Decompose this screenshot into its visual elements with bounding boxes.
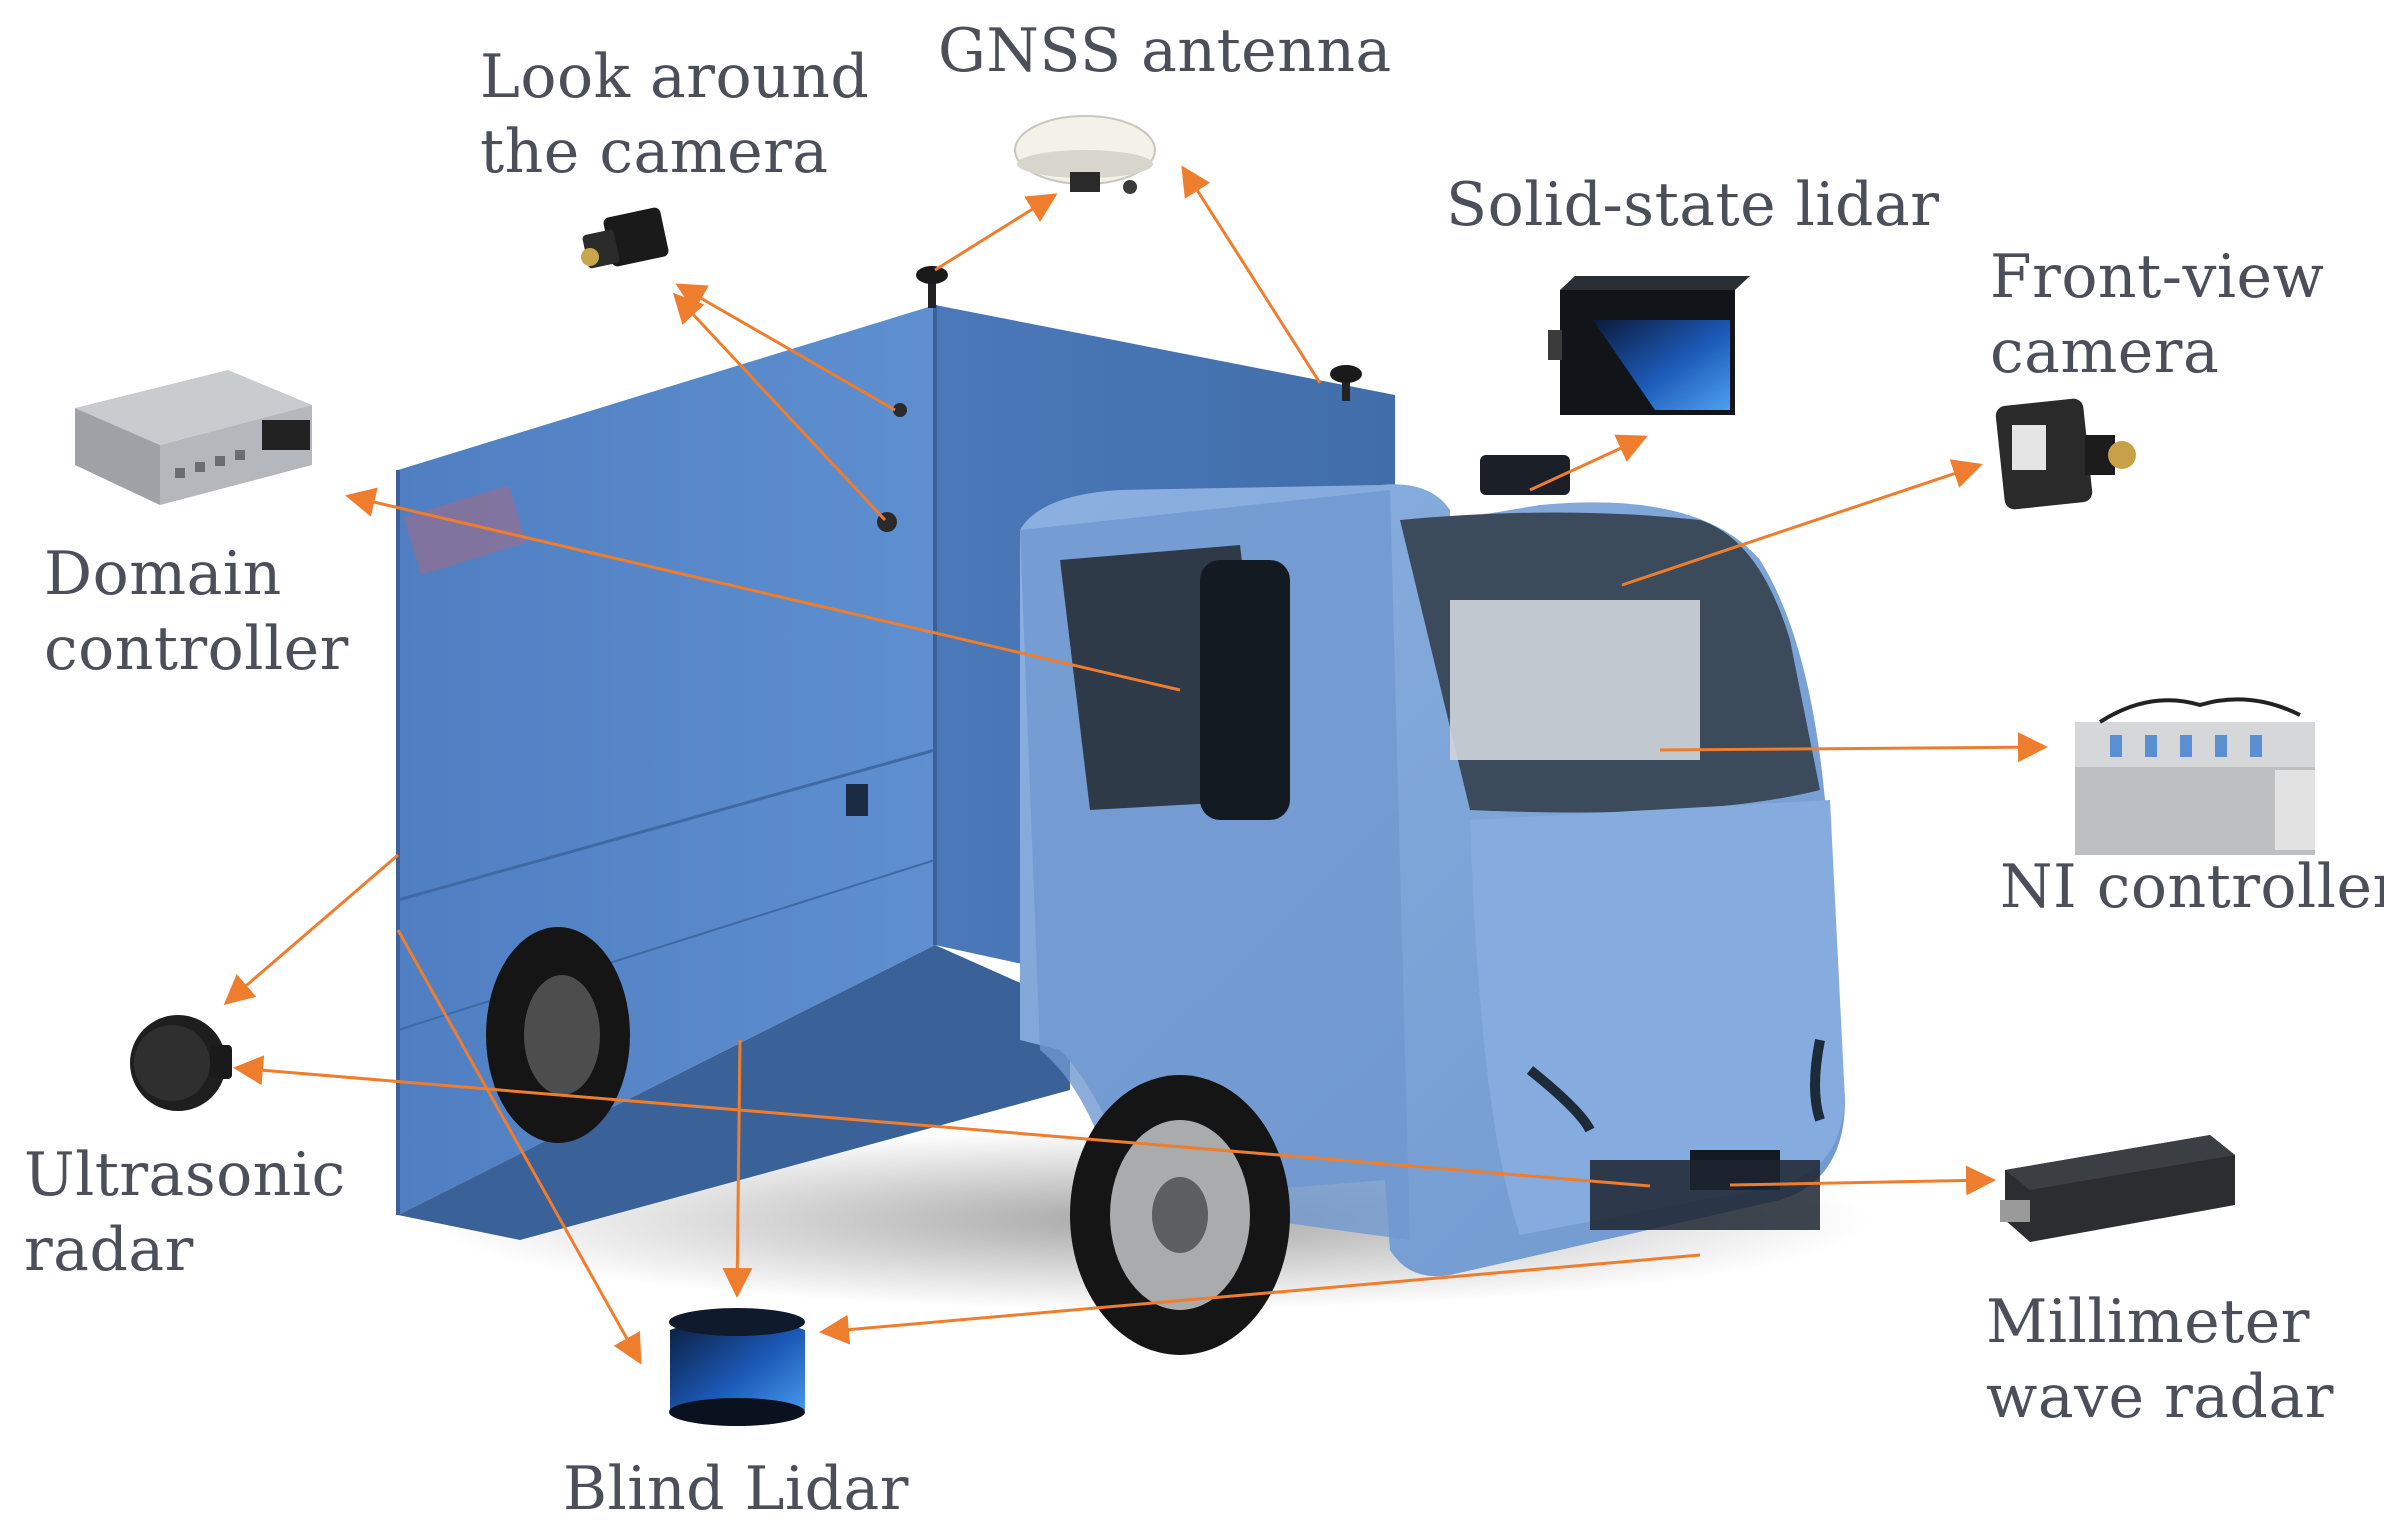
arrow-millimeter-radar <box>1729 1165 1996 1196</box>
label-front-view-camera: Front-view camera <box>1990 240 2324 390</box>
truck <box>396 266 1870 1355</box>
arrow-ni-controller <box>1659 732 2048 763</box>
arrow-domain-controller <box>345 487 1181 692</box>
arrow-ultrasonic-from-bumper <box>233 1055 1651 1188</box>
arrow-gnss-right <box>1181 165 1322 384</box>
label-millimeter-wave-radar-line2: wave radar <box>1986 1362 2334 1432</box>
label-domain-controller: Domain controller <box>44 537 349 687</box>
label-ultrasonic-radar: Ultrasonic radar <box>24 1138 346 1288</box>
label-domain-controller-line1: Domain <box>44 539 282 609</box>
gnss-antenna-icon <box>1014 115 1156 194</box>
ultrasonic-radar-icon <box>130 1015 232 1111</box>
arrow-blind-lidar-from-side <box>722 1039 753 1298</box>
millimeter-wave-radar-icon <box>2000 1135 2235 1242</box>
blind-lidar-icon <box>669 1308 805 1426</box>
label-look-around-camera-line2: the camera <box>480 117 829 187</box>
label-ultrasonic-radar-line1: Ultrasonic <box>24 1140 346 1210</box>
label-ultrasonic-radar-line2: radar <box>24 1215 194 1285</box>
label-ni-controller: NI controller <box>2000 852 2384 922</box>
label-front-view-camera-line2: camera <box>1990 317 2220 387</box>
arrow-solid-state-lidar <box>1529 434 1648 492</box>
label-millimeter-wave-radar-line1: Millimeter <box>1986 1287 2310 1357</box>
label-gnss-antenna: GNSS antenna <box>938 16 1392 86</box>
arrow-gnss-left <box>934 193 1058 272</box>
arrow-blind-lidar-from-front <box>819 1253 1701 1345</box>
arrow-look-around-lower <box>672 292 887 522</box>
look-around-camera-icon <box>581 207 669 269</box>
roof-antenna-rear <box>916 266 948 308</box>
arrow-look-around-upper <box>675 283 896 412</box>
label-blind-lidar: Blind Lidar <box>563 1454 909 1524</box>
label-millimeter-wave-radar: Millimeter wave radar <box>1986 1285 2334 1435</box>
roof-antenna-front <box>1330 365 1362 401</box>
side-mirror <box>1200 560 1290 820</box>
arrow-blind-lidar-from-box <box>396 929 642 1365</box>
front-wheel <box>1070 1075 1290 1355</box>
label-look-around-camera: Look around the camera <box>480 40 869 190</box>
label-front-view-camera-line1: Front-view <box>1990 242 2325 312</box>
arrow-front-view-camera <box>1621 459 1983 587</box>
label-domain-controller-line2: controller <box>44 614 349 684</box>
domain-controller-icon <box>75 370 312 505</box>
connector-arrows <box>223 165 2048 1365</box>
solid-state-lidar-icon <box>1548 276 1750 415</box>
label-solid-state-lidar: Solid-state lidar <box>1446 170 1940 240</box>
front-view-camera-icon <box>1995 398 2136 510</box>
label-look-around-camera-line1: Look around <box>480 42 870 112</box>
ni-controller-icon <box>2075 697 2315 855</box>
rear-wheel <box>486 927 630 1143</box>
arrow-ultrasonic-from-box <box>223 853 399 1005</box>
